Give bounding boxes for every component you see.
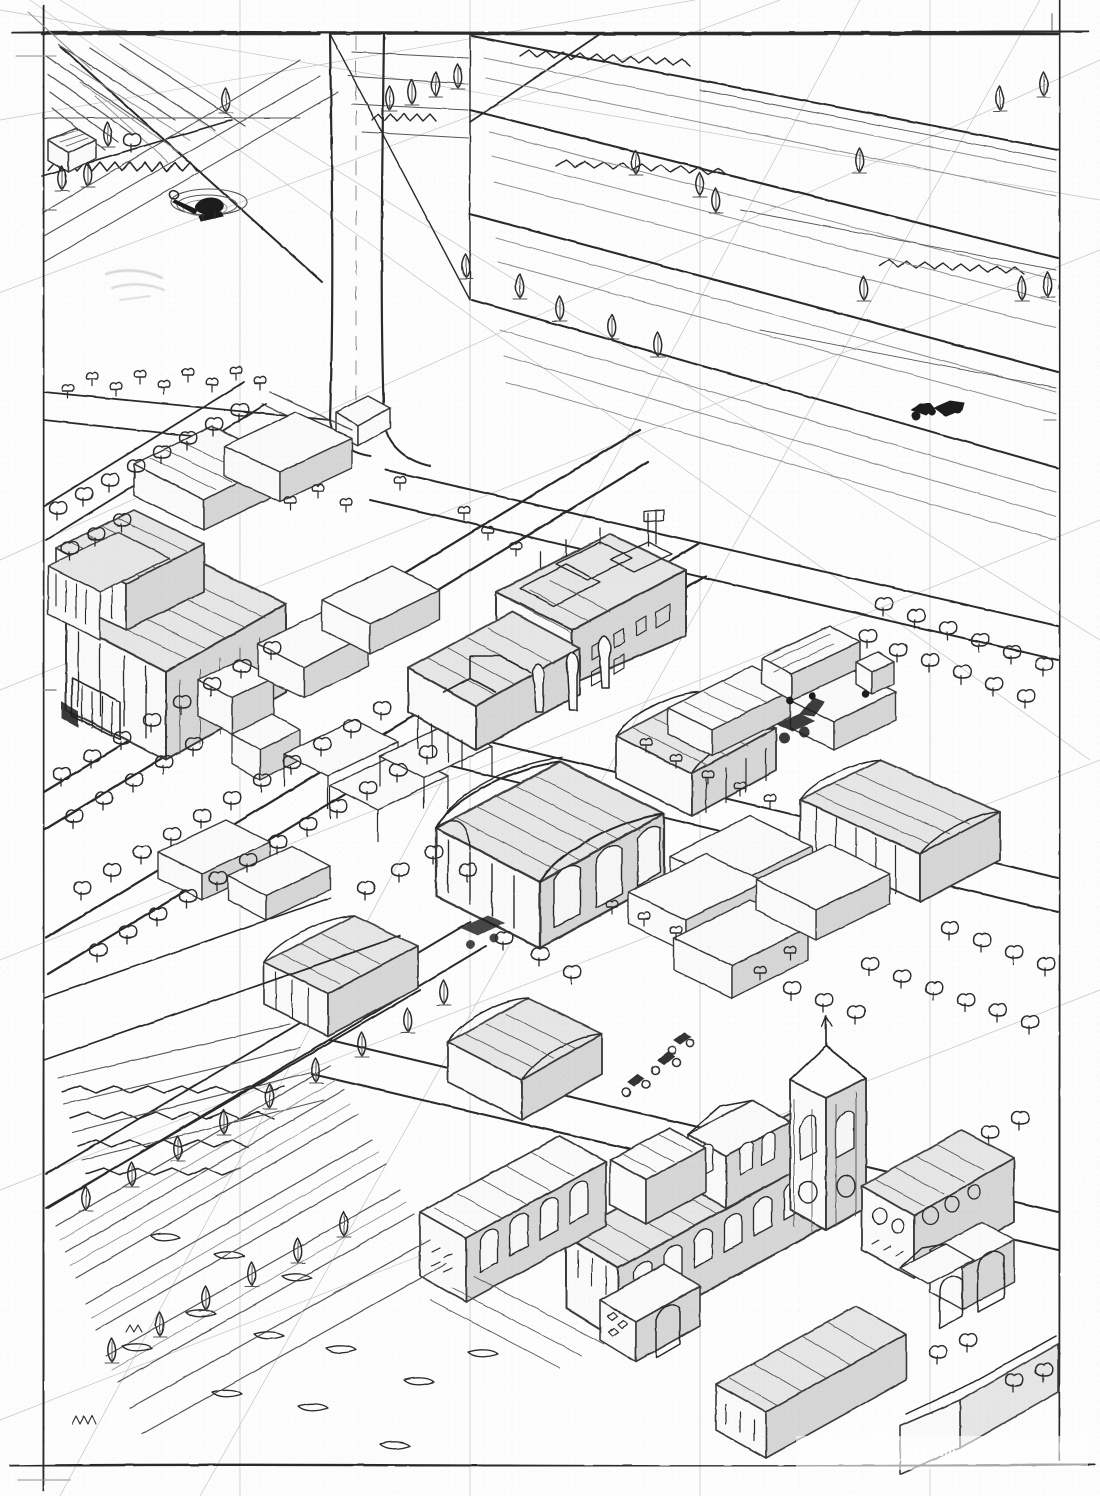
- shed-cluster-left-2: [223, 411, 353, 503]
- watermark-artist-name: Rod Hunt: [827, 1440, 928, 1466]
- lorry: [761, 625, 895, 704]
- southwest-sheds: [157, 819, 695, 1121]
- excavator: [776, 697, 825, 744]
- side-chapel: [609, 1127, 707, 1225]
- stall-row: [627, 815, 891, 999]
- highway-vertical[interactable]: [261, 32, 431, 467]
- graphite-smudge: [104, 269, 165, 301]
- farmland-top-left: [40, 32, 339, 283]
- watermark: © Rod Hunt Illustration Studio: [796, 1436, 1088, 1470]
- copyright-icon: ©: [804, 1440, 821, 1465]
- old-town-cathedral: [419, 1015, 1059, 1475]
- helicopter: [168, 188, 248, 222]
- turreted-houses: [899, 1221, 1015, 1329]
- curved-roof-shed-a: [263, 915, 419, 1037]
- container-stack: [197, 659, 301, 781]
- old-terrace-south: [715, 1305, 907, 1459]
- shed-small-row: [157, 819, 331, 921]
- market-halls: [407, 509, 1001, 999]
- van: [460, 915, 506, 949]
- cathedral-porch: [599, 1263, 701, 1363]
- cloister-arcade: [419, 1135, 607, 1303]
- farmhouse: [47, 127, 97, 173]
- worker-figures: [531, 635, 612, 713]
- pitched-factory-hall: [407, 611, 581, 769]
- tractor: [910, 400, 965, 421]
- watermark-studio-name: Illustration Studio: [934, 1445, 1049, 1460]
- shed-row-mid: [257, 565, 441, 699]
- road-junction-structure: [335, 395, 391, 447]
- barrel-vault-market-hall: [434, 757, 666, 950]
- cyclists: [621, 1032, 695, 1097]
- farmland-top-right: [458, 32, 1060, 541]
- orchard-rows: [43, 897, 499, 1450]
- town-hall: [861, 1129, 1015, 1279]
- cathedral-tower: [789, 1015, 867, 1233]
- curved-roof-shed-b: [447, 997, 603, 1121]
- loading-dock: [61, 677, 121, 741]
- industrial-estate: [47, 411, 493, 843]
